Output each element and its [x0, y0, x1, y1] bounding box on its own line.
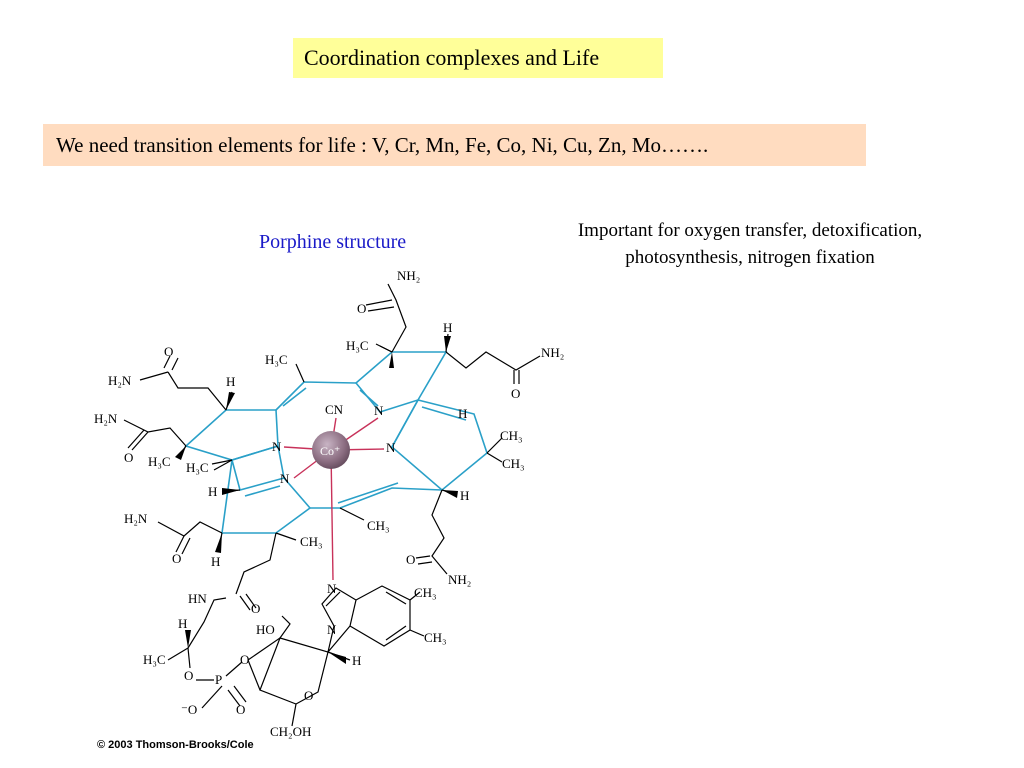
imidazole-n-top: N [327, 581, 337, 596]
upper-left-h: H [226, 374, 235, 389]
lower-right-amide-nh2: NH₂ [448, 572, 471, 587]
ring-n-label-b: N [374, 403, 384, 418]
phosphorus-label: P [215, 672, 222, 687]
cn-label: CN [325, 402, 344, 417]
ribose-ring-o: O [304, 688, 313, 703]
lower-left-h: H [211, 554, 220, 569]
slide-title: Coordination complexes and Life [293, 38, 663, 78]
ribose-ch2oh: CH₂OH [270, 724, 311, 739]
slide-title-text: Coordination complexes and Life [304, 45, 600, 70]
top-h3c: H₃C [346, 338, 369, 353]
ring-n-label-a: N [272, 439, 282, 454]
phosphate-o-ring: O [240, 652, 249, 667]
importance-note-line-1: Important for oxygen transfer, detoxific… [577, 220, 923, 241]
ring-n-label-d: N [280, 471, 290, 486]
phosphate-o-minus: ⁻O [181, 702, 197, 717]
left-h3c: H₃C [148, 454, 171, 469]
right-amide-o: O [511, 386, 520, 401]
top-amide-o: O [357, 301, 366, 316]
upper-h3c: H₃C [265, 352, 288, 367]
benzimidazole-ch3-top: CH₃ [414, 585, 437, 600]
upper-left-amide-h2n: H₂N [108, 373, 132, 388]
cobalt-label: Co⁺ [320, 444, 340, 458]
lower-left-amide-h2n: H₂N [124, 511, 148, 526]
imidazole-n-bottom: N [327, 622, 337, 637]
top-h: H [443, 320, 452, 335]
lower-right-amide-o: O [406, 552, 415, 567]
copyright-notice: © 2003 Thomson-Brooks/Cole [97, 739, 254, 751]
chain-amide-o: O [251, 601, 260, 616]
d-ring-ch3: CH₃ [300, 534, 323, 549]
left-amide-h2n: H₂N [94, 411, 118, 426]
porphine-caption: Porphine structure [259, 231, 407, 253]
phosphate-double-o: O [236, 702, 245, 717]
importance-note-line-2: photosynthesis, nitrogen fixation [625, 247, 875, 268]
upper-left-amide-o: O [164, 344, 173, 359]
right-h: H [458, 406, 467, 421]
top-amide-nh2: NH₂ [397, 268, 420, 283]
right-ch3-upper: CH₃ [500, 428, 523, 443]
transition-elements-text: We need transition elements for life : V… [56, 133, 709, 157]
lower-ch3: CH₃ [367, 518, 390, 533]
left-amide-o: O [124, 450, 133, 465]
amide-hn: HN [188, 591, 207, 606]
transition-elements-banner: We need transition elements for life : V… [43, 124, 866, 166]
mid-left-h3c: H₃C [186, 460, 209, 475]
right-amide-nh2: NH₂ [541, 345, 564, 360]
cobalt-atom [312, 431, 350, 469]
mid-left-h: H [208, 484, 217, 499]
chain-h: H [178, 616, 187, 631]
lower-right-h: H [460, 488, 469, 503]
importance-note: Important for oxygen transfer, detoxific… [530, 217, 970, 271]
ring-n-label-c: N [386, 440, 396, 455]
atom-labels: CN N N N N NH₂ O H₃C H NH₂ O H₃C H CH₃ C… [94, 268, 564, 739]
chain-h3c: H₃C [143, 652, 166, 667]
right-ch3-lower: CH₃ [502, 456, 525, 471]
ribose-ho: HO [256, 622, 275, 637]
lower-left-amide-o: O [172, 551, 181, 566]
benzimidazole-ch3-bottom: CH₃ [424, 630, 447, 645]
phosphate-ester-o: O [184, 668, 193, 683]
wedge-bonds [175, 336, 458, 664]
ribose-h: H [352, 653, 361, 668]
